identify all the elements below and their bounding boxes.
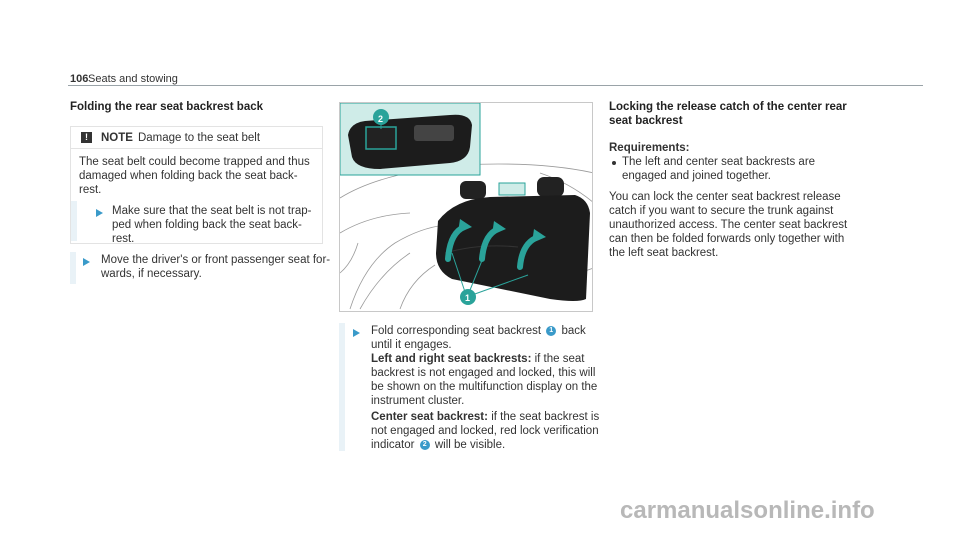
bullet-icon (612, 161, 616, 165)
header-divider (68, 85, 923, 86)
center-label: Center seat backrest: (371, 411, 488, 423)
note-body: The seat belt could become trapped and t… (71, 149, 322, 197)
note-text-line: The seat belt could become trapped and t… (79, 156, 310, 168)
step-text: Fold corresponding seat backrest (371, 325, 542, 337)
note-step: Make sure that the seat belt is not trap… (112, 204, 311, 246)
requirements-item: The left and center seat backrests are e… (622, 155, 815, 183)
note-box: ! NOTE Damage to the seat belt The seat … (70, 126, 323, 246)
left-step: Move the driver's or front passenger sea… (101, 253, 330, 281)
step-line: instrument cluster. (371, 395, 465, 407)
callout-2-marker: 2 (419, 439, 430, 450)
note-step-line: Make sure that the seat belt is not trap… (112, 205, 312, 217)
note-step-line: rest. (112, 233, 135, 245)
requirements-line: engaged and joined together. (622, 170, 771, 182)
step-text: indicator (371, 439, 415, 451)
note-text-line: damaged when folding back the seat back- (79, 170, 298, 182)
right-heading: Locking the release catch of the center … (609, 100, 847, 128)
step-text: back (561, 325, 586, 337)
step-line: Center seat backrest: if the seat backre… (371, 410, 599, 424)
note-header: ! NOTE Damage to the seat belt (71, 127, 322, 149)
step-line: backrest is not engaged and locked, this… (371, 367, 596, 379)
note-title: NOTE (101, 131, 133, 144)
watermark: carmanualsonline.info (620, 497, 875, 524)
lr-label: Left and right seat backrests: (371, 353, 532, 365)
step-bar (339, 323, 345, 451)
page-number: 106 (70, 73, 89, 85)
step-line: until it engages. (371, 339, 452, 351)
note-text-line: rest. (79, 184, 102, 196)
step-line: Left and right seat backrests: if the se… (371, 352, 599, 366)
paragraph-line: You can lock the center seat backrest re… (609, 191, 841, 203)
note-subtitle: Damage to the seat belt (137, 131, 261, 144)
paragraph-line: catch if you want to secure the trunk ag… (609, 205, 834, 217)
step-text: if the seat (534, 353, 585, 365)
requirements-line: The left and center seat backrests are (622, 156, 816, 168)
seat-illustration-svg (340, 103, 592, 310)
paragraph-line: can then be folded forwards only togethe… (609, 233, 845, 245)
section-title: Seats and stowing (88, 73, 178, 85)
left-heading: Folding the rear seat backrest back (70, 101, 264, 113)
middle-step: Fold corresponding seat backrest 1 back … (371, 324, 599, 452)
paragraph-line: the left seat backrest. (609, 247, 719, 259)
right-heading-line: Locking the release catch of the center … (609, 101, 847, 113)
right-paragraph: You can lock the center seat backrest re… (609, 190, 847, 260)
seat-illustration: 2 1 (339, 102, 593, 312)
callout-1-marker: 1 (546, 325, 557, 336)
step-line: wards, if necessary. (101, 268, 202, 280)
figure-callout-2: 2 (378, 114, 384, 124)
requirements-label: Requirements: (609, 142, 690, 154)
step-line: indicator 2 will be visible. (371, 438, 599, 452)
step-line: Fold corresponding seat backrest 1 back (371, 324, 599, 338)
right-heading-line: seat backrest (609, 115, 683, 127)
note-step-line: ped when folding back the seat back- (112, 219, 302, 231)
figure-callout-1: 1 (465, 293, 471, 303)
step-line: not engaged and locked, red lock verific… (371, 425, 599, 437)
note-step-bar (71, 201, 77, 241)
step-text: if the seat backrest is (491, 411, 600, 423)
paragraph-line: unauthorized access. The center seat bac… (609, 219, 848, 231)
step-arrow-icon (83, 258, 90, 266)
step-text: will be visible. (434, 439, 506, 451)
step-arrow-icon (353, 329, 360, 337)
exclamation-icon: ! (81, 132, 92, 143)
step-bar (70, 252, 76, 284)
step-line: be shown on the multifunction display on… (371, 381, 598, 393)
step-arrow-icon (96, 209, 103, 217)
step-line: Move the driver's or front passenger sea… (101, 254, 331, 266)
